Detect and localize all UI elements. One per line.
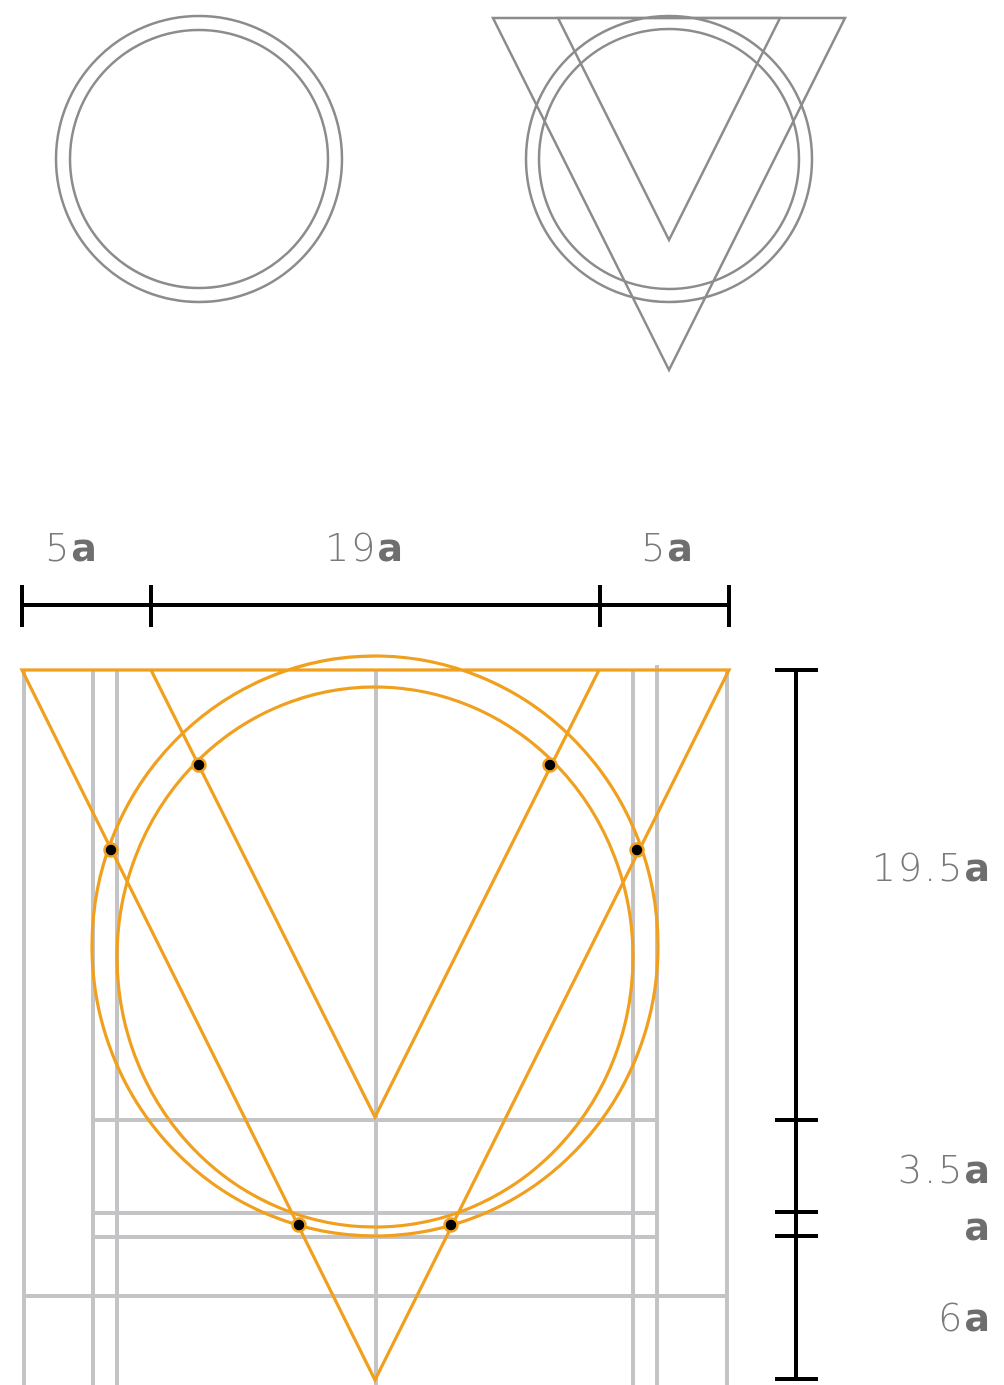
- sketch-logo-inner-circle: [537, 27, 801, 291]
- guide-grid: [22, 665, 729, 1385]
- intersection-point: [443, 1217, 459, 1233]
- sketch-inner-circle: [68, 28, 330, 290]
- intersection-point: [291, 1217, 307, 1233]
- top-dimension-bar: [20, 585, 731, 627]
- construction-outer-triangle: [19, 668, 732, 1384]
- sketch-inner-triangle: [555, 16, 783, 243]
- dimension-label-height-ring: a: [964, 1205, 992, 1249]
- construction-inner-v: [149, 669, 601, 1121]
- dimension-label-right: 5a: [641, 526, 695, 570]
- intersection-point: [542, 757, 558, 773]
- intersection-point: [191, 757, 207, 773]
- construction-outer-circle: [90, 654, 660, 1238]
- dimension-label-height-bottom: 6a: [938, 1296, 992, 1340]
- construction-figure: [19, 654, 732, 1384]
- construction-inner-circle: [115, 685, 635, 1229]
- intersection-point: [629, 842, 645, 858]
- sketch-triangle-circle-logo: [490, 14, 848, 373]
- dimension-label-height-main: 19.5a: [872, 846, 992, 890]
- sketch-outer-triangle: [490, 16, 848, 373]
- sketch-double-circle: [54, 14, 344, 304]
- right-dimension-bar: [775, 668, 818, 1381]
- dimension-label-center: 19a: [325, 526, 405, 570]
- sketch-logo-outer-circle: [524, 14, 814, 304]
- intersection-point: [103, 842, 119, 858]
- intersection-points: [103, 757, 645, 1233]
- sketch-outer-circle: [54, 14, 344, 304]
- dimension-label-height-gap: 3.5a: [898, 1148, 992, 1192]
- dimension-label-left: 5a: [45, 526, 99, 570]
